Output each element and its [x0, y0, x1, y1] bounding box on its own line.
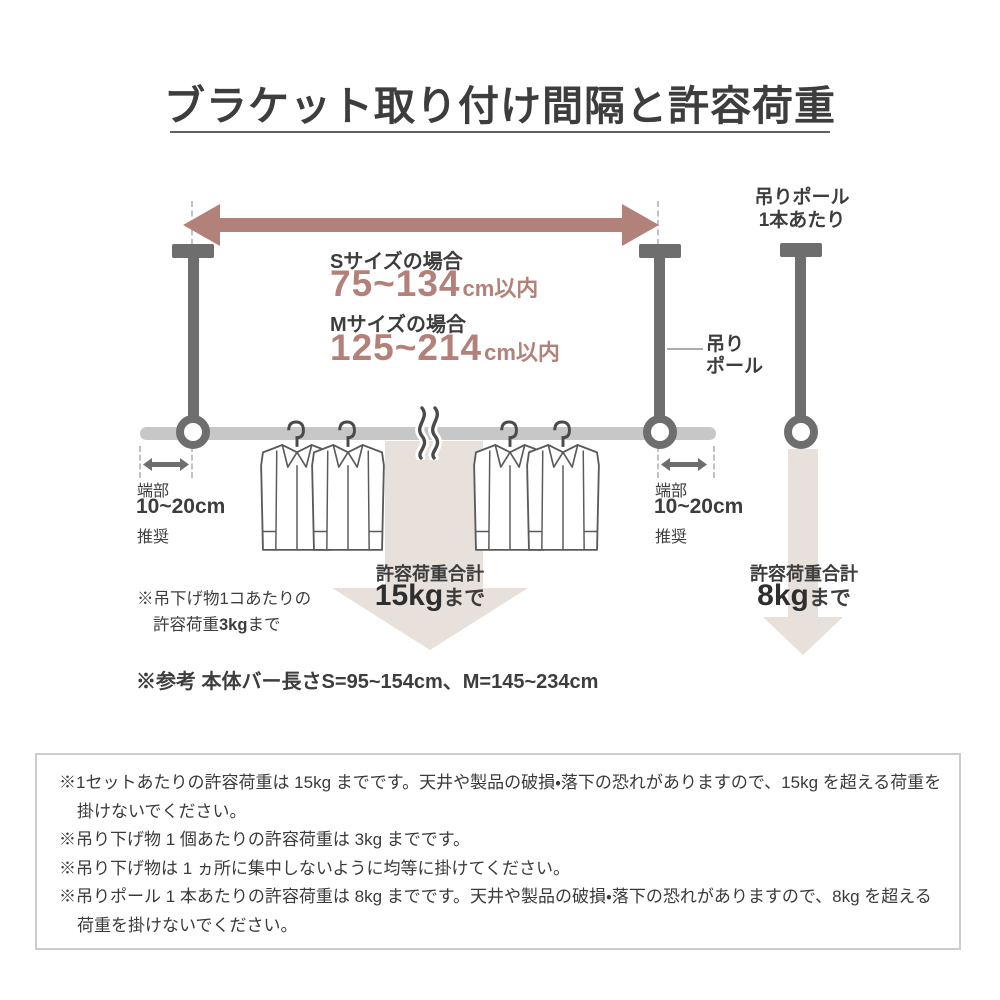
- hanging-pole-right: [654, 257, 665, 418]
- bar-ring-right: [643, 415, 677, 449]
- single-pole-heading-line1: 吊りポール: [754, 187, 850, 208]
- per-item-note-pre: 許容荷重: [153, 616, 219, 634]
- pole-callout-line1: 吊り: [706, 334, 745, 355]
- edge-right-label: 端部: [655, 483, 688, 500]
- hanging-pole-left: [188, 257, 199, 418]
- pole-callout-line2: ポール: [706, 356, 764, 377]
- load-pole-value: 8kgまで: [704, 579, 904, 613]
- load-pole-kg: 8kg: [757, 579, 809, 612]
- size-m-range-number: 125~214: [330, 327, 483, 368]
- load-total-label: 許容荷重合計: [376, 564, 484, 584]
- ceiling-bracket-left: [172, 244, 214, 258]
- edge-right-note: 推奨: [655, 529, 688, 546]
- size-m-range-unit: cm以内: [484, 340, 560, 365]
- reference-note: ※参考 本体バー長さS=95~154cm、M=145~234cm: [136, 671, 599, 693]
- single-pole-heading: 吊りポール 1本あたり: [738, 186, 866, 232]
- note-line-6: 荷重を掛けないでください。: [77, 915, 298, 935]
- page-title: ブラケット取り付け間隔と許容荷重: [164, 83, 836, 129]
- load-pole-label: 許容荷重合計: [750, 564, 858, 584]
- hanging-pole-single: [795, 256, 806, 417]
- size-s-range: 75~134cm以内: [330, 263, 538, 305]
- per-item-note-suffix: まで: [247, 616, 281, 634]
- load-total-suffix: まで: [443, 587, 486, 610]
- load-pole-suffix: まで: [808, 587, 851, 610]
- edge-left-dash-inner: [191, 446, 193, 478]
- edge-left-note: 推奨: [137, 529, 170, 546]
- note-line-4: ※吊り下げ物は 1 ヵ所に集中しないように均等に掛けてください。: [59, 858, 571, 878]
- size-s-label: Sサイズの場合: [330, 251, 463, 273]
- title-underline: [170, 131, 830, 133]
- note-line-2: 掛けないでください。: [77, 801, 247, 821]
- size-s-range-number: 75~134: [330, 263, 461, 304]
- load-total-value: 15kgまで: [330, 579, 530, 613]
- note-line-3: ※吊り下げ物 1 個あたりの許容荷重は 3kg までです。: [59, 830, 471, 849]
- edge-right-dash-outer: [713, 446, 715, 478]
- shirt-4: [525, 420, 601, 552]
- span-double-arrow: [183, 204, 659, 246]
- size-s-range-unit: cm以内: [462, 276, 539, 301]
- edge-left-double-arrow: [143, 458, 189, 471]
- ceiling-bracket-right: [639, 244, 681, 258]
- edge-right-double-arrow: [661, 458, 707, 471]
- single-pole-heading-line2: 1本あたり: [758, 210, 846, 231]
- note-line-1: ※1セットあたりの許容荷重は 15kg までです。天井や製品の破損・落下の恐れが…: [59, 773, 942, 792]
- edge-right-dash-inner: [657, 446, 659, 478]
- per-item-note-kg: 3kg: [219, 616, 248, 634]
- edge-left-dash-outer: [139, 446, 141, 478]
- size-m-label: Mサイズの場合: [330, 314, 467, 336]
- bar-ring-single: [784, 415, 818, 449]
- size-m-range: 125~214cm以内: [330, 327, 560, 369]
- per-item-note-line1: ※吊下げ物1コあたりの: [137, 590, 312, 608]
- load-total-kg: 15kg: [374, 579, 444, 612]
- pole-callout-label: 吊り ポール: [706, 334, 763, 378]
- bar-ring-left: [176, 415, 210, 449]
- hanging-bar: [140, 427, 716, 440]
- load-pole-arrow: [763, 449, 843, 655]
- notes-box: ※1セットあたりの許容荷重は 15kg までです。天井や製品の破損・落下の恐れが…: [35, 753, 961, 950]
- edge-left-label: 端部: [137, 483, 170, 500]
- guide-dash-right: [657, 201, 659, 245]
- edge-right-value: 10~20cm: [654, 495, 744, 518]
- shirt-2: [310, 420, 386, 552]
- pole-callout-leader-line: [667, 348, 703, 350]
- per-item-note-line2: 許容荷重3kgまで: [153, 611, 280, 635]
- note-line-5: ※吊りポール 1 本あたりの許容荷重は 8kg までです。天井や製品の破損・落下…: [59, 887, 932, 906]
- ceiling-bracket-single: [780, 243, 822, 257]
- edge-left-value: 10~20cm: [136, 495, 226, 518]
- bar-break-mark: [415, 406, 442, 460]
